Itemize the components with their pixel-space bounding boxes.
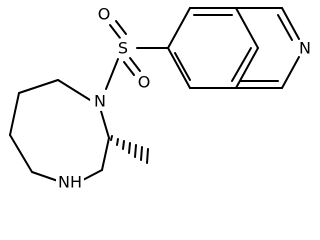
- bond: [9, 134, 33, 173]
- atom-label-isoquinoline-n: N: [296, 39, 314, 58]
- sulfonyl-oxygen-bottom-label: O: [138, 73, 151, 92]
- diazocane-ring: [9, 79, 110, 182]
- bond: [18, 79, 59, 94]
- ring-nitrogen-label: N: [94, 92, 106, 111]
- bond: [235, 7, 259, 49]
- label-background: [56, 172, 84, 192]
- bond: [31, 171, 59, 182]
- label-background: [113, 38, 133, 58]
- atom-label-sulfur: S: [113, 38, 133, 58]
- bond: [80, 169, 103, 182]
- isoquinoline-benzo-ring: [167, 7, 259, 89]
- label-background: [296, 39, 314, 57]
- wedge-hash: [140, 146, 143, 161]
- atom-label-ring-n: N: [90, 91, 110, 111]
- sulfur-label: S: [118, 39, 128, 58]
- sulfur-nitrogen-bond: [105, 58, 119, 90]
- methyl-hashed-wedge: [110, 135, 149, 164]
- bond: [123, 61, 135, 76]
- amine-nh-label: NH: [58, 173, 82, 192]
- label-background: [90, 91, 110, 111]
- label-background: [135, 73, 153, 91]
- bond: [57, 79, 91, 101]
- wedge-hash: [134, 144, 137, 158]
- bond-double-inner: [277, 14, 293, 41]
- bond: [115, 20, 127, 35]
- label-background: [95, 5, 113, 23]
- bond: [109, 24, 121, 39]
- bond: [9, 92, 20, 136]
- wedge-hash: [116, 138, 119, 146]
- bond: [101, 137, 110, 171]
- bond: [167, 7, 191, 49]
- structure-diagram: N S O O N NH: [9, 4, 314, 192]
- wedge-hash: [146, 148, 149, 164]
- wedge-hash: [110, 135, 113, 141]
- atom-label-amine-nh: NH: [56, 172, 84, 192]
- sulfonyl-oxo-bonds: [109, 20, 141, 76]
- bond-double-inner: [174, 52, 191, 81]
- bond: [100, 110, 110, 139]
- bond: [167, 47, 191, 89]
- isoquinoline-nitrogen-label: N: [299, 39, 311, 58]
- isoquinoline-pyridine-ring: [235, 7, 300, 89]
- bond: [281, 56, 300, 89]
- wedge-hash: [128, 142, 131, 154]
- bond-double-inner: [231, 47, 252, 82]
- molecule-svg: N S O O N NH: [9, 4, 314, 192]
- bond: [281, 7, 300, 40]
- sulfonyl-oxygen-top-label: O: [98, 5, 111, 24]
- atom-label-oxygen-bottom: O: [135, 73, 153, 92]
- bond: [129, 57, 141, 72]
- atom-label-oxygen-top: O: [95, 5, 113, 24]
- wedge-hash: [122, 140, 125, 150]
